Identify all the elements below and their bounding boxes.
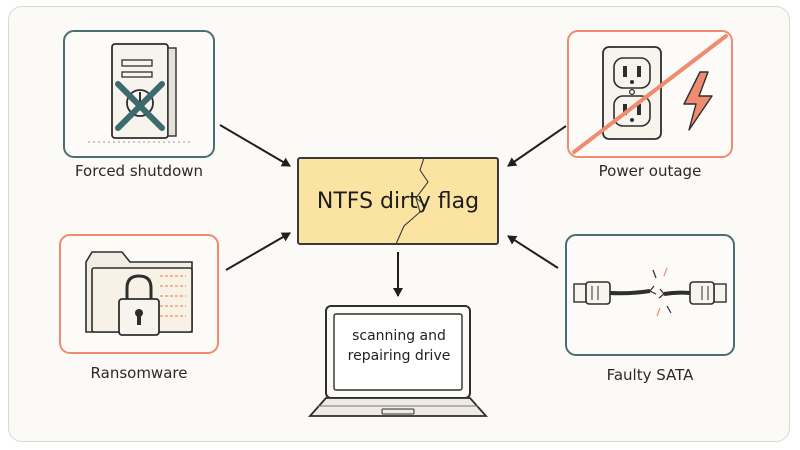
screen-line-2: repairing drive xyxy=(347,348,451,364)
power-outlet-lightning-icon xyxy=(572,34,728,154)
center-title: NTFS dirty flag xyxy=(316,188,480,214)
label-forced-shutdown: Forced shutdown xyxy=(74,162,204,180)
forced-shutdown-box xyxy=(63,30,215,158)
pc-tower-power-off-icon xyxy=(88,43,192,143)
laptop-screen-text: scanning and repairing drive xyxy=(336,326,462,366)
power-outage-box xyxy=(567,30,733,158)
ransomware-box xyxy=(59,234,219,354)
screen-line-1: scanning and xyxy=(352,328,446,344)
label-power-outage: Power outage xyxy=(598,162,702,180)
label-ransomware: Ransomware xyxy=(90,364,188,382)
broken-cable-icon xyxy=(573,267,727,317)
arrow-faulty-sata xyxy=(507,235,559,269)
laptop-icon xyxy=(307,305,489,417)
faulty-sata-box xyxy=(565,234,735,356)
arrow-forced-shutdown xyxy=(219,124,291,167)
arrow-ransomware xyxy=(225,232,291,271)
arrow-power-outage xyxy=(507,125,567,167)
locked-folder-icon xyxy=(85,251,193,336)
ntfs-dirty-flag-box xyxy=(297,157,499,245)
label-faulty-sata: Faulty SATA xyxy=(606,366,694,384)
